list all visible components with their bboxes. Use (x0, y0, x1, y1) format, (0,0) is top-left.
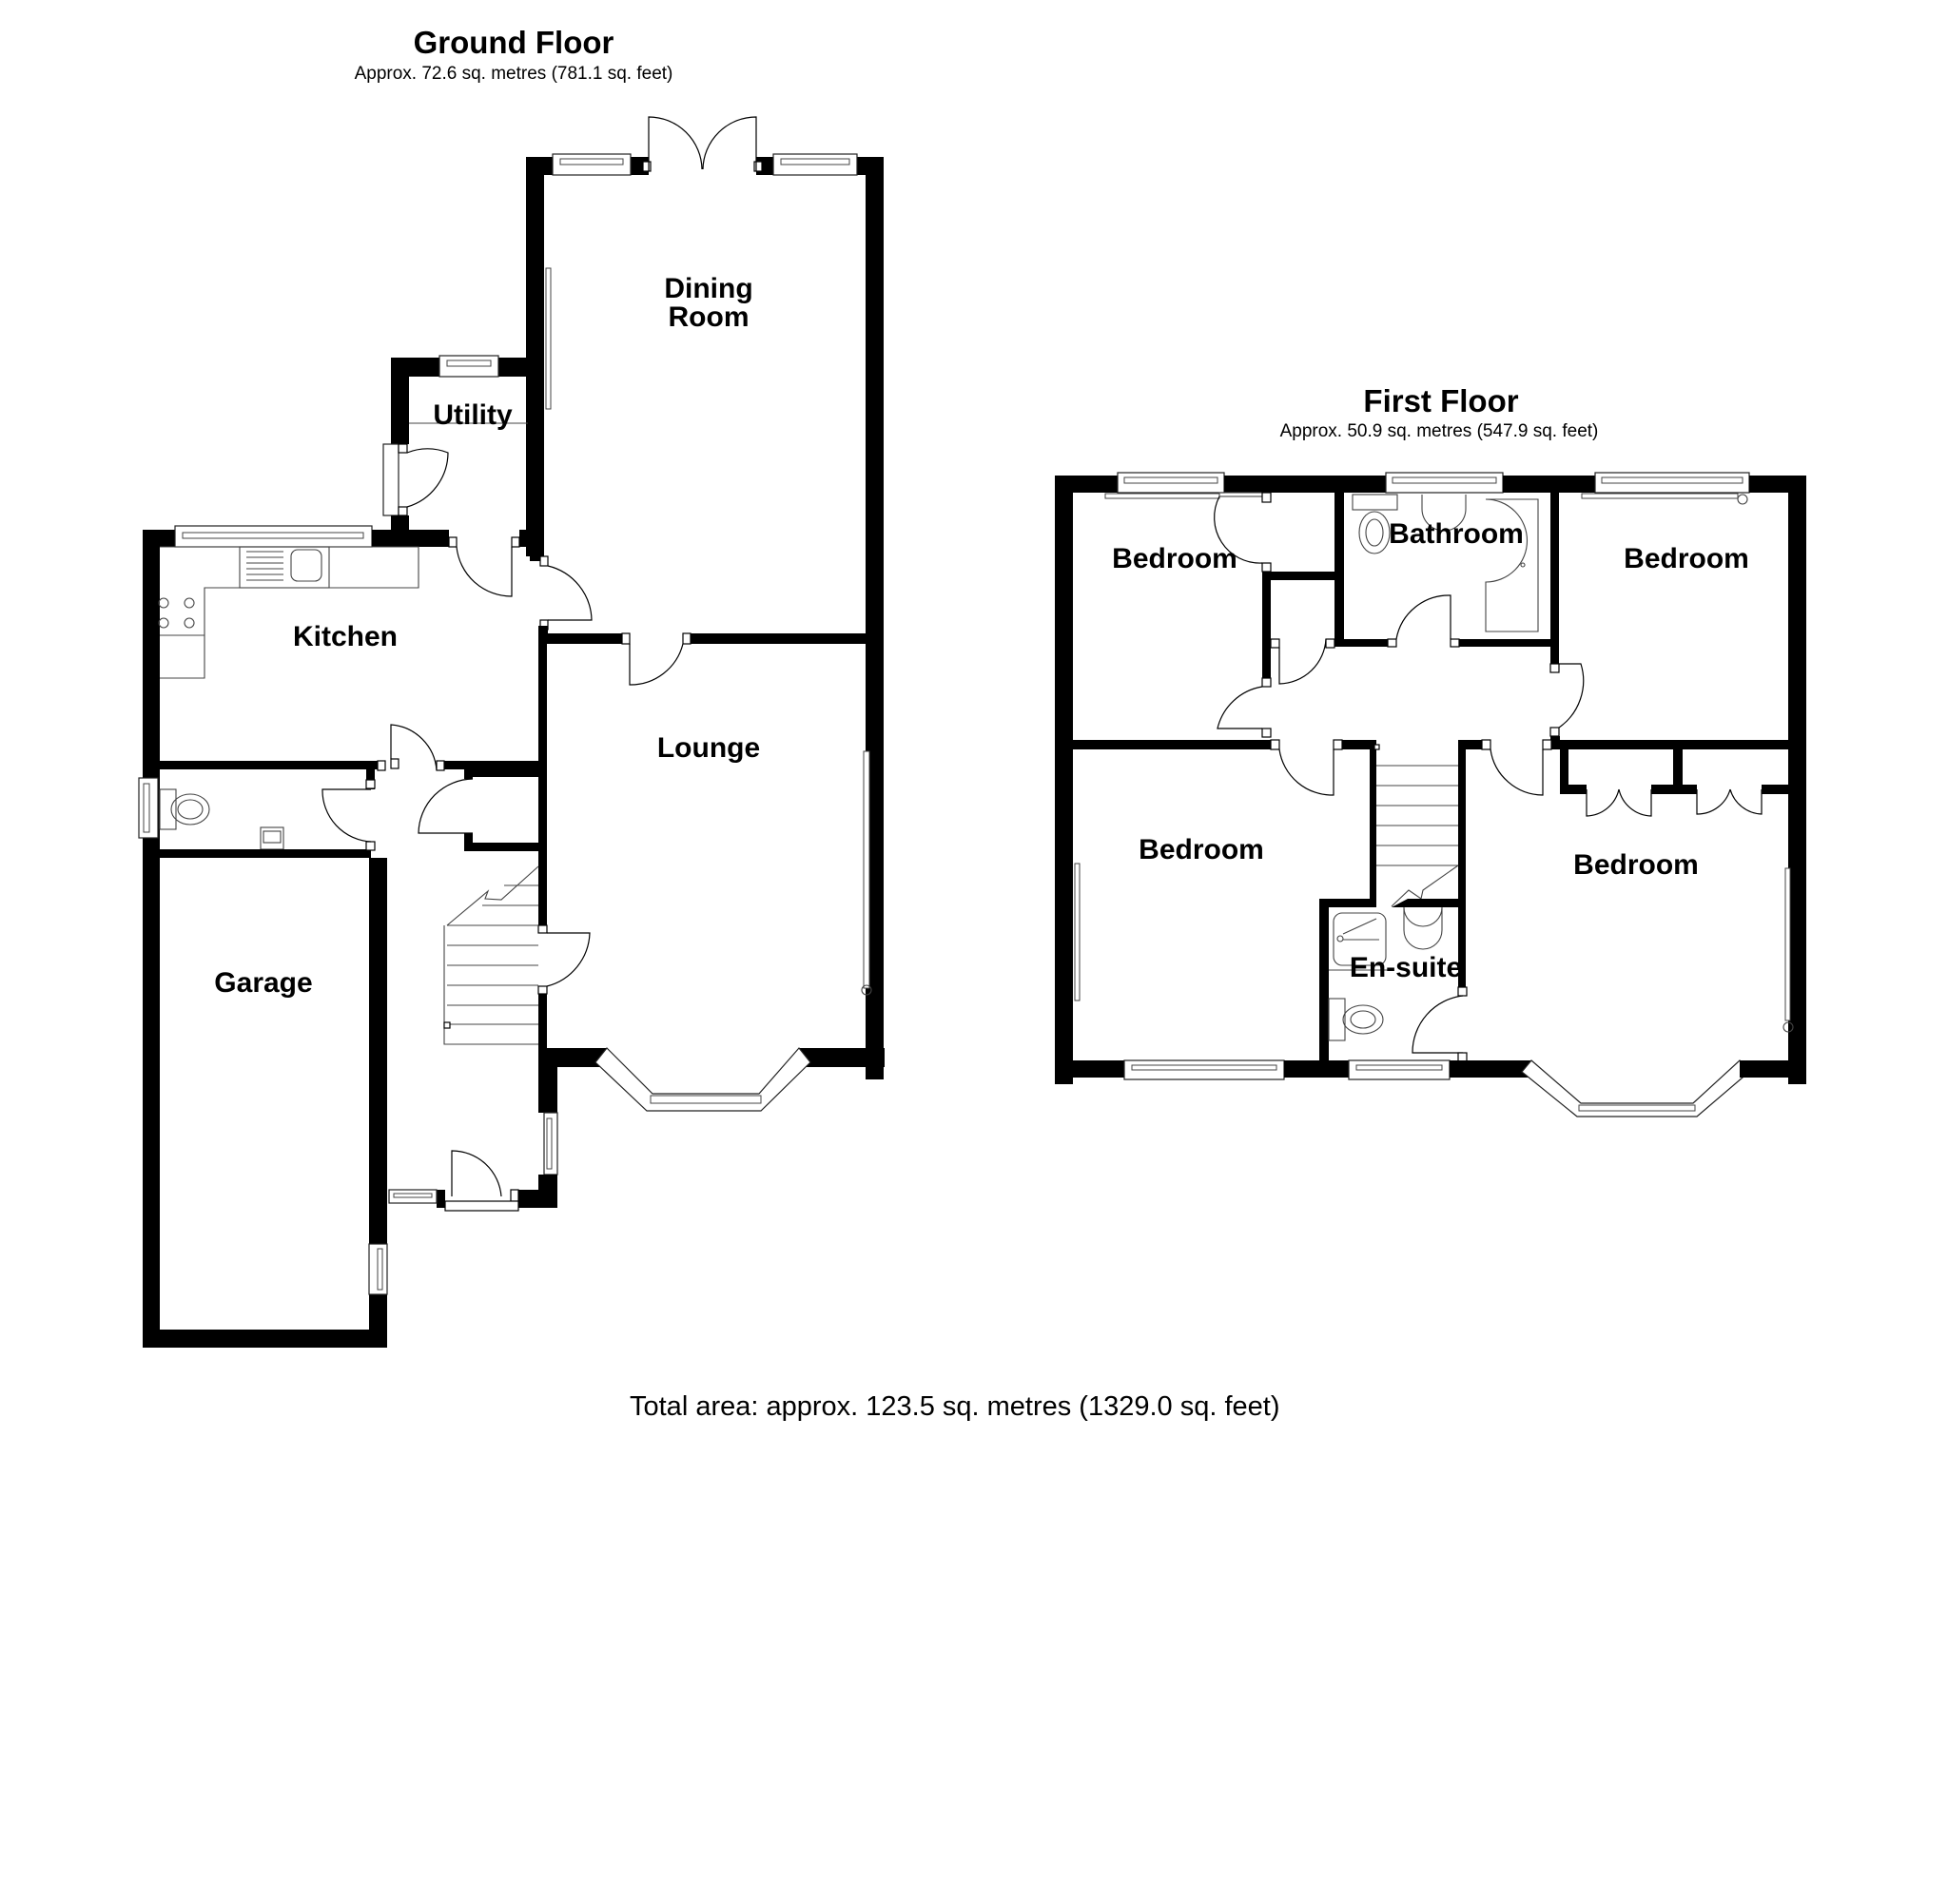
ground-floor-title: Ground Floor (413, 25, 614, 60)
first-floor-title: First Floor (1363, 383, 1519, 418)
room-label-lounge: Lounge (657, 732, 760, 764)
room-label-dining: Dining (664, 273, 752, 304)
room-label-garage: Garage (214, 967, 312, 999)
first-floor-area: Approx. 50.9 sq. metres (547.9 sq. feet) (1279, 421, 1599, 441)
total-area: Total area: approx. 123.5 sq. metres (13… (630, 1391, 1280, 1422)
ground-floor-plan: Dining Room Utility Kitchen Lounge Garag… (138, 116, 885, 1348)
first-floor-plan: Bedroom Bathroom Bedroom Bedroom Bedroom… (1055, 472, 1806, 1117)
room-label-bedroom-top-right: Bedroom (1624, 543, 1749, 574)
room-label-dining-2: Room (669, 301, 750, 333)
room-label-bedroom-bottom-right: Bedroom (1573, 849, 1699, 881)
room-label-ensuite: En-suite (1350, 952, 1462, 983)
room-label-utility: Utility (433, 399, 513, 431)
room-label-bathroom: Bathroom (1389, 518, 1524, 550)
room-label-bedroom-top-left: Bedroom (1112, 543, 1237, 574)
room-label-bedroom-bottom-left: Bedroom (1139, 834, 1264, 865)
ground-floor-area: Approx. 72.6 sq. metres (781.1 sq. feet) (354, 64, 673, 84)
room-label-kitchen: Kitchen (293, 621, 398, 652)
